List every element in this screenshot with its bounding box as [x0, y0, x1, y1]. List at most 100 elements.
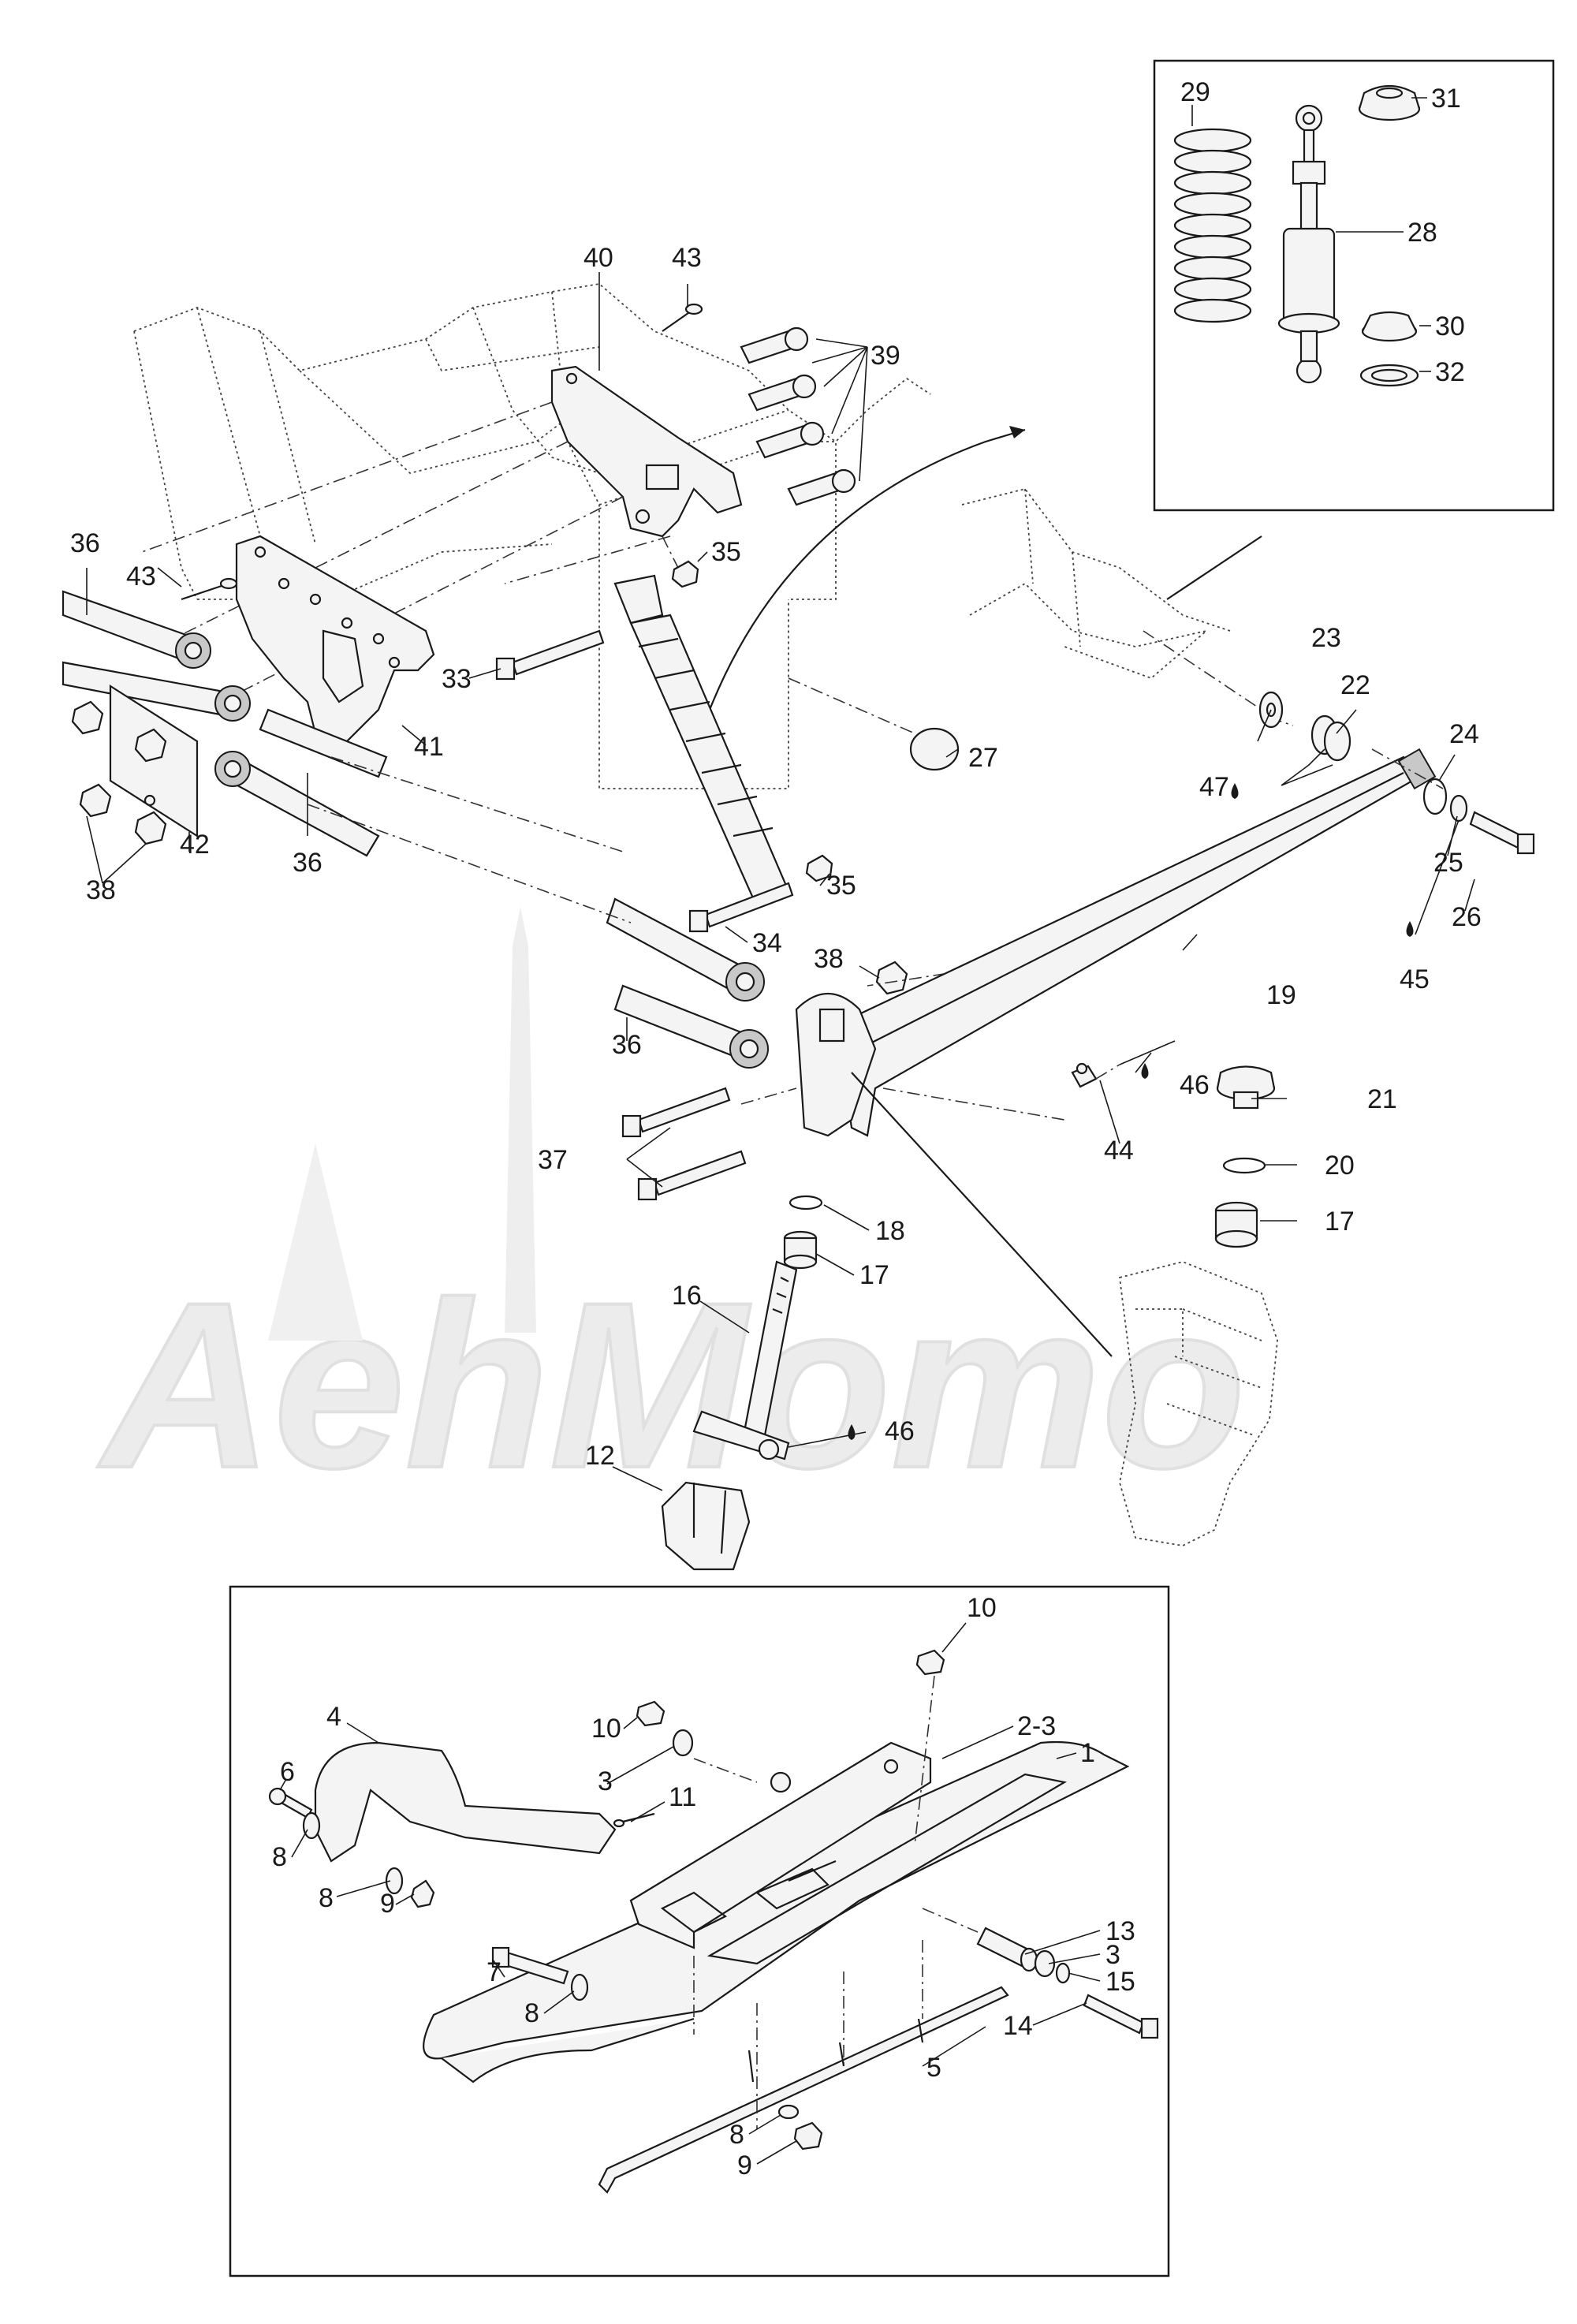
grease-fitting-44	[1071, 1062, 1098, 1088]
shock-absorber-inset-box	[1153, 59, 1555, 512]
bolt-33	[495, 629, 605, 681]
bolt-6	[268, 1787, 313, 1819]
leader-lines	[86, 97, 1475, 2165]
ski-inset-box	[229, 1585, 1170, 2277]
oring-18	[788, 1195, 823, 1210]
ski-bracket-2-3	[629, 1741, 932, 1949]
callout-1: 1	[1080, 1738, 1095, 1768]
callout-4: 4	[326, 1702, 341, 1732]
callout-24: 24	[1449, 719, 1479, 749]
spring-bar-4	[314, 1741, 617, 1863]
washer-8-a	[302, 1811, 321, 1840]
ski-runner-5	[598, 1986, 1009, 2194]
bushing-3-a	[672, 1729, 694, 1757]
bushing-17-right	[1214, 1201, 1258, 1248]
callout-34: 34	[752, 928, 782, 958]
callout-46-bottom: 46	[885, 1416, 915, 1446]
watermark: AehMomo	[94, 907, 1247, 1519]
callout-7: 7	[487, 1957, 501, 1987]
callout-35-lower: 35	[826, 871, 856, 901]
callout-25: 25	[1433, 848, 1463, 878]
callout-41: 41	[414, 732, 444, 762]
callout-8-c: 8	[524, 1998, 539, 2028]
ski-1	[423, 1740, 1130, 2083]
grease-drop-icon-46-top	[1141, 1063, 1149, 1079]
callout-36-mid: 36	[293, 848, 322, 878]
cap-27	[788, 677, 960, 771]
a-arm-19	[795, 748, 1437, 1137]
washer-32	[1359, 364, 1419, 387]
callout-15: 15	[1105, 1967, 1135, 1997]
callout-14: 14	[1003, 2011, 1033, 2041]
callouts: 29 31 28 30 32 40 43 39 35 33 41 36 43 3…	[70, 77, 1482, 2180]
bracket-40	[550, 365, 743, 538]
callout-8-d: 8	[729, 2120, 744, 2150]
knuckle-detail	[1119, 1261, 1278, 1546]
tube-36-right-lower	[613, 984, 769, 1069]
nut-38-right	[875, 961, 908, 995]
callout-37: 37	[538, 1145, 568, 1175]
callout-18: 18	[875, 1216, 905, 1246]
watermark-spire-icon	[505, 907, 536, 1333]
arrow-head-icon	[1009, 426, 1025, 438]
callout-10-left: 10	[591, 1714, 621, 1744]
bolt-14	[1083, 1994, 1159, 2039]
callout-17-left: 17	[859, 1260, 889, 1290]
tube-36-mid	[62, 661, 251, 722]
spring-29	[1173, 128, 1252, 323]
tube-36-right-upper	[606, 897, 765, 1002]
grease-drop-icon-46-bottom	[848, 1424, 856, 1440]
washer-8-b	[385, 1867, 404, 1895]
callout-45: 45	[1400, 964, 1430, 994]
direction-arrow	[708, 428, 1026, 711]
bolts-39	[740, 326, 856, 506]
side-frame-detail	[961, 487, 1262, 680]
callout-43-top: 43	[672, 243, 702, 273]
grease-drop-icon-47	[1231, 783, 1239, 799]
nut-35-lower	[805, 854, 833, 882]
tube-36-top	[62, 590, 211, 669]
nut-35-upper	[671, 560, 699, 588]
leader-to-knuckle	[851, 1072, 1113, 1357]
callout-30: 30	[1435, 311, 1465, 341]
frame-outline	[133, 283, 931, 789]
washer-8-d	[777, 2104, 800, 2120]
spring-cup-31	[1358, 85, 1421, 121]
callout-21: 21	[1367, 1084, 1397, 1114]
bushing-17-left	[783, 1230, 818, 1270]
nut-10-b	[915, 1649, 945, 1676]
callout-8-b: 8	[319, 1883, 334, 1913]
bushing-22	[1310, 714, 1351, 762]
plate-41	[235, 535, 435, 743]
spindle-cap-12	[661, 1481, 751, 1571]
callout-26: 26	[1452, 902, 1482, 932]
shock-absorber-28	[1277, 104, 1340, 384]
nut-9-a	[410, 1879, 435, 1908]
callout-17-right: 17	[1325, 1207, 1355, 1237]
rivet-43-top	[662, 303, 703, 332]
bolt-34	[688, 882, 794, 933]
callout-11: 11	[669, 1782, 696, 1812]
callout-22: 22	[1340, 670, 1370, 700]
callout-40: 40	[583, 243, 613, 273]
bushing-3-b	[1034, 1949, 1056, 1978]
callout-3-right: 3	[1105, 1940, 1120, 1970]
callout-27: 27	[968, 743, 998, 773]
callout-29: 29	[1180, 77, 1210, 107]
callout-10-right: 10	[967, 1593, 997, 1623]
nuts-38-left	[71, 700, 167, 845]
callout-13: 13	[1105, 1916, 1135, 1946]
callout-36-low: 36	[612, 1030, 642, 1060]
callout-16: 16	[672, 1281, 702, 1311]
callout-5: 5	[926, 2053, 941, 2083]
callout-8-a: 8	[272, 1842, 287, 1872]
bolts-37	[621, 1087, 747, 1201]
cap-21	[1216, 1065, 1276, 1110]
washer-15	[1055, 1962, 1071, 1984]
callout-23: 23	[1311, 623, 1341, 653]
spring-cup-30	[1361, 311, 1418, 342]
grease-drop-icon-45	[1406, 921, 1414, 937]
callout-28: 28	[1407, 218, 1437, 248]
callout-6: 6	[280, 1757, 295, 1787]
